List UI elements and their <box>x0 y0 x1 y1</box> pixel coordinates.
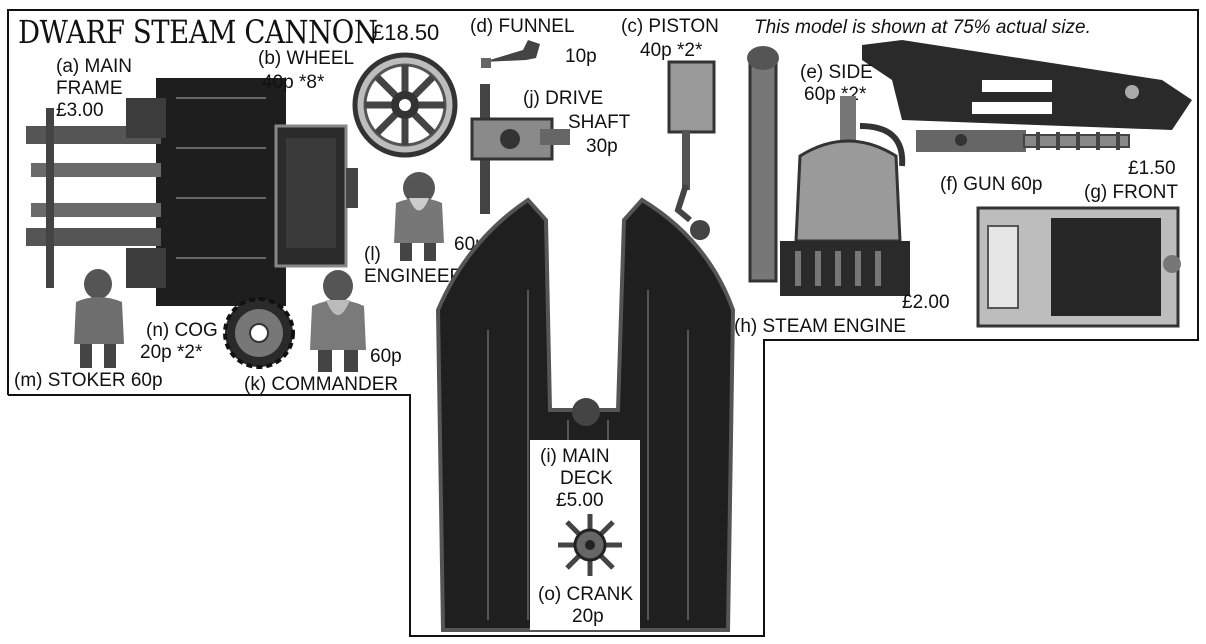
front-image <box>976 206 1186 328</box>
main-frame-image <box>26 68 366 313</box>
wheel-image <box>350 50 460 160</box>
main-deck-label: (i) MAIN <box>540 446 610 467</box>
engineer-label: (l) <box>364 244 381 265</box>
front-price: £1.50 <box>1128 158 1176 179</box>
commander-price: 60p <box>370 346 402 367</box>
page-title: DWARF STEAM CANNON <box>18 13 378 51</box>
steam-engine-price: £2.00 <box>902 292 950 313</box>
cog-label: (n) COG <box>146 320 218 341</box>
steam-engine-label: (h) STEAM ENGINE <box>734 316 907 337</box>
scale-note: This model is shown at 75% actual size. <box>754 17 1091 38</box>
crank-price: 20p <box>572 606 604 627</box>
gun-image <box>916 120 1131 165</box>
side-label: (e) SIDE <box>800 62 873 83</box>
funnel-price: 10p <box>565 46 597 67</box>
drive-shaft-price: 30p <box>586 136 618 157</box>
steam-engine-image <box>740 46 915 311</box>
main-frame-label-2: FRAME <box>56 78 123 99</box>
wheel-price: 40p *8* <box>262 72 325 93</box>
crank-image <box>554 510 626 580</box>
main-deck-price: £5.00 <box>556 490 604 511</box>
gun-label: (f) GUN 60p <box>940 174 1043 195</box>
piston-price: 40p *2* <box>640 40 703 61</box>
front-label: (g) FRONT <box>1084 182 1178 203</box>
main-frame-price: £3.00 <box>56 100 104 121</box>
wheel-label: (b) WHEEL <box>258 48 355 69</box>
cog-image <box>222 296 296 370</box>
piston-label: (c) PISTON <box>621 16 719 37</box>
main-deck-label-2: DECK <box>560 468 613 489</box>
funnel-label: (d) FUNNEL <box>470 16 575 37</box>
engineer-image <box>384 168 454 263</box>
crank-label: (o) CRANK <box>538 584 634 605</box>
stoker-label: (m) STOKER 60p <box>14 370 163 391</box>
side-image <box>862 40 1197 140</box>
funnel-image <box>478 34 558 74</box>
set-price: £18.50 <box>372 20 440 45</box>
stoker-image <box>68 266 130 370</box>
cog-price: 20p *2* <box>140 342 203 363</box>
drive-shaft-label-2: SHAFT <box>568 112 631 133</box>
main-frame-label: (a) MAIN <box>56 56 132 77</box>
piston-image <box>664 60 724 240</box>
commander-label: (k) COMMANDER <box>244 374 399 395</box>
drive-shaft-image <box>470 84 580 214</box>
commander-image <box>306 268 370 374</box>
engineer-label-2: ENGINEER <box>364 266 464 287</box>
drive-shaft-label: (j) DRIVE <box>523 88 604 109</box>
